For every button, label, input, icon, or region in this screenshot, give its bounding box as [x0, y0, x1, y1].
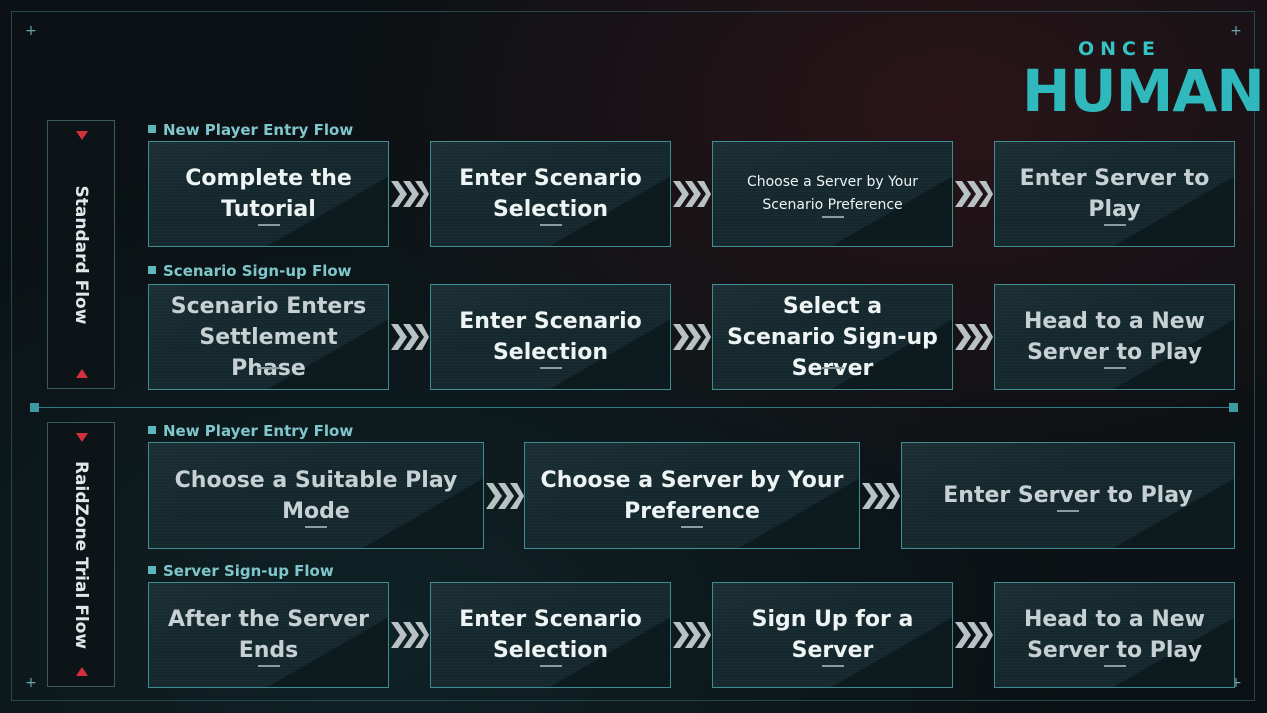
step-label: Enter Scenario Selection: [459, 166, 642, 222]
chevron-right-icon: [486, 483, 524, 509]
chevron-right-icon: [955, 324, 993, 350]
flow-title: Server Sign-up Flow: [148, 562, 334, 580]
step-label: Choose a Server by Your Scenario Prefere…: [746, 174, 919, 213]
corner-plus-icon: +: [1230, 23, 1242, 39]
flow-step-box: Enter Server to Play: [994, 141, 1235, 247]
logo-top-word: ONCE: [1078, 38, 1161, 60]
group-tab-standard-flow: Standard Flow: [47, 120, 115, 389]
flow-step-box: After the Server Ends: [148, 582, 389, 688]
flow-step-box: Choose a Suitable Play Mode: [148, 442, 484, 549]
step-label: Head to a New Server to Play: [1023, 309, 1206, 365]
chevron-right-icon: [955, 622, 993, 648]
flow-step-box: Enter Scenario Selection: [430, 141, 671, 247]
step-label: Enter Server to Play: [1019, 166, 1210, 222]
chevron-right-icon: [391, 324, 429, 350]
triangle-down-icon: [76, 131, 88, 140]
once-human-logo: ONCE HUMAN: [1020, 38, 1265, 130]
corner-plus-icon: +: [1230, 675, 1242, 691]
flow-title: New Player Entry Flow: [148, 121, 353, 139]
chevron-right-icon: [862, 483, 900, 509]
flow-step-box: Enter Scenario Selection: [430, 582, 671, 688]
flow-step-box: Sign Up for a Server: [712, 582, 953, 688]
step-label: After the Server Ends: [167, 607, 370, 663]
group-label: Standard Flow: [71, 185, 91, 324]
flow-step-box: Head to a New Server to Play: [994, 582, 1235, 688]
chevron-right-icon: [673, 622, 711, 648]
flow-step-box: Scenario Enters Settlement Phase: [148, 284, 389, 390]
flow-step-box: Head to a New Server to Play: [994, 284, 1235, 390]
step-label: Scenario Enters Settlement Phase: [170, 293, 367, 381]
flow-step-box: Enter Scenario Selection: [430, 284, 671, 390]
flow-title: New Player Entry Flow: [148, 422, 353, 440]
corner-plus-icon: +: [25, 675, 37, 691]
group-divider: [35, 407, 1233, 408]
step-label: Enter Server to Play: [943, 483, 1193, 508]
chevron-right-icon: [955, 181, 993, 207]
triangle-up-icon: [76, 667, 88, 676]
step-label: Enter Scenario Selection: [459, 309, 642, 365]
flow-title: Scenario Sign-up Flow: [148, 262, 352, 280]
triangle-up-icon: [76, 369, 88, 378]
step-label: Choose a Server by Your Preference: [540, 467, 844, 524]
flow-step-box: Complete the Tutorial: [148, 141, 389, 247]
chevron-right-icon: [673, 181, 711, 207]
outer-frame: [11, 11, 1255, 701]
flow-step-box: Choose a Server by Your Scenario Prefere…: [712, 141, 953, 247]
chevron-right-icon: [391, 622, 429, 648]
divider-cap: [30, 403, 39, 412]
flow-step-box: Select a Scenario Sign-up Server: [712, 284, 953, 390]
group-tab-raidzone-trial-flow: RaidZone Trial Flow: [47, 422, 115, 687]
step-label: Complete the Tutorial: [185, 166, 352, 222]
step-label: Enter Scenario Selection: [459, 607, 642, 663]
flow-step-box: Enter Server to Play: [901, 442, 1235, 549]
step-label: Select a Scenario Sign-up Server: [727, 293, 938, 381]
step-label: Sign Up for a Server: [751, 607, 914, 663]
corner-plus-icon: +: [25, 23, 37, 39]
flow-step-box: Choose a Server by Your Preference: [524, 442, 860, 549]
chevron-right-icon: [391, 181, 429, 207]
group-label: RaidZone Trial Flow: [71, 460, 91, 649]
step-label: Choose a Suitable Play Mode: [174, 467, 458, 524]
divider-cap: [1229, 403, 1238, 412]
triangle-down-icon: [76, 433, 88, 442]
step-label: Head to a New Server to Play: [1023, 607, 1206, 663]
logo-main-word: HUMAN: [1022, 57, 1265, 125]
chevron-right-icon: [673, 324, 711, 350]
